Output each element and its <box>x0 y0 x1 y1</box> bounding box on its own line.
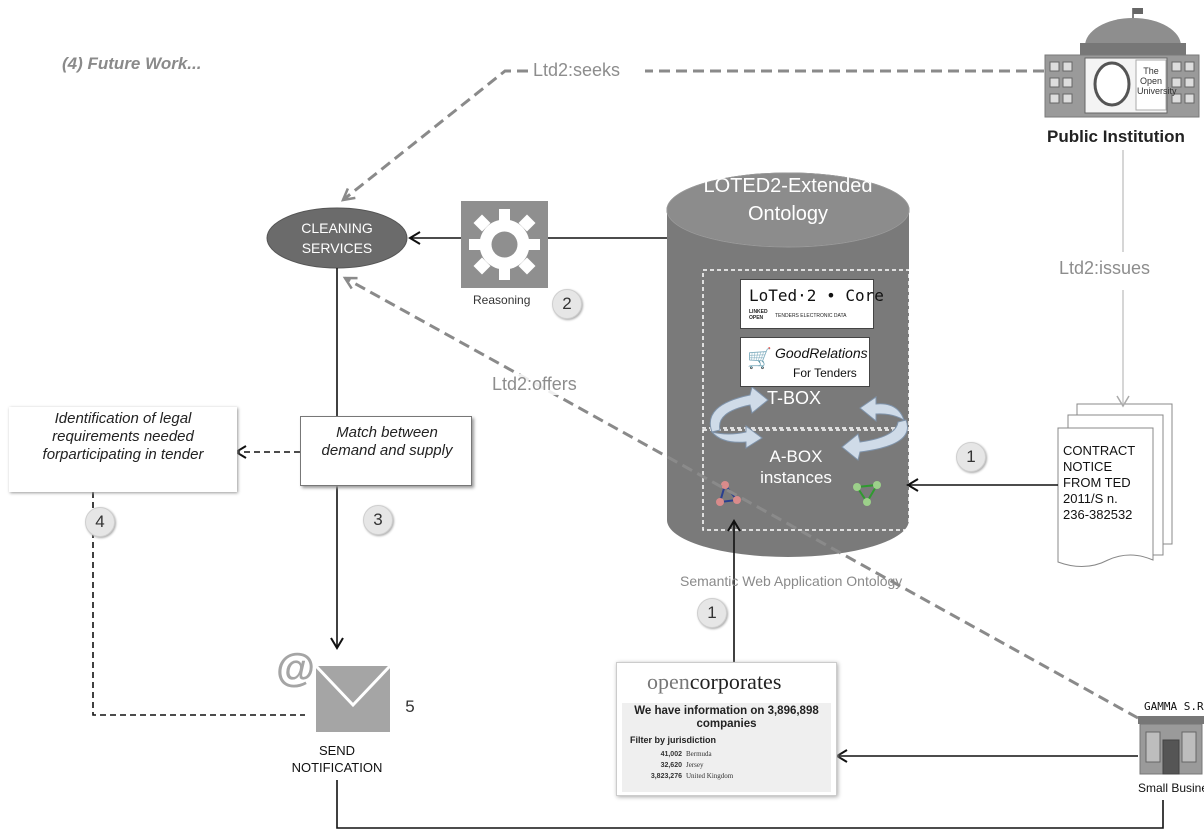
reasoning-gear-icon <box>461 201 548 288</box>
future-work-heading: (4) Future Work... <box>62 54 202 73</box>
ontology-caption: Semantic Web Application Ontology <box>680 573 903 589</box>
small-business-building-icon <box>1138 716 1204 775</box>
loted-logo-sub1: LINKED <box>749 309 768 315</box>
contract-notice-line-3: 2011/S n. <box>1063 491 1118 506</box>
step-badge-notification: 5 <box>396 693 424 721</box>
match-box: Match between demand and supply <box>300 416 472 486</box>
opencorporates-logo: opencorporates <box>647 669 781 695</box>
send-notification-line2: NOTIFICATION <box>291 760 383 775</box>
opencorporates-logo-light: open <box>647 669 690 694</box>
cleaning-services-line2: SERVICES <box>301 240 373 256</box>
issues-label: Ltd2:issues <box>1059 258 1151 278</box>
contract-notice-line-2: FROM TED <box>1063 475 1131 490</box>
contract-notice-line-1: NOTICE <box>1063 459 1113 474</box>
opencorporates-content: We have information on 3,896,898 compani… <box>622 703 831 792</box>
cleaning-services-label: CLEANING SERVICES <box>280 218 394 258</box>
cycle-arrows <box>709 386 908 461</box>
notification-to-business-line <box>336 780 1164 829</box>
building-sign-line1: The Open <box>1139 66 1163 86</box>
opencorporates-count: 41,002 <box>660 751 682 758</box>
reasoning-label: Reasoning <box>473 293 531 307</box>
step-badge-contract: 1 <box>956 442 986 472</box>
step-badge-identification: 4 <box>85 507 115 537</box>
loted-logo-sub2: OPEN <box>749 315 764 321</box>
contract-notice-text: CONTRACT NOTICE FROM TED 2011/S n. 236-3… <box>1063 443 1135 523</box>
loted-logo-sub3: TENDERS ELECTRONIC DATA <box>775 313 847 319</box>
step-badge-match: 3 <box>363 505 393 535</box>
abox-label: A-BOX instances <box>746 446 846 488</box>
opencorporates-headline: We have information on 3,896,898 compani… <box>634 705 819 730</box>
opencorporates-jurisdiction: United Kingdom <box>686 772 734 780</box>
loted-logo-sub-left: LINKED OPEN <box>749 309 768 321</box>
contract-notice-line-0: CONTRACT <box>1063 443 1136 458</box>
identification-box: Identification of legal requirements nee… <box>9 407 237 492</box>
at-symbol: @ <box>276 646 316 690</box>
opencorporates-count: 3,823,276 <box>650 773 682 780</box>
seeks-label: Ltd2:seeks <box>533 60 621 80</box>
ontology-title-line1: LOTED2-Extended <box>703 175 873 197</box>
goodrelations-sub: For Tenders <box>793 366 857 380</box>
contract-notice-stack <box>1057 403 1173 567</box>
step-badge-opencorporates: 1 <box>697 598 727 628</box>
identification-to-notification-dashed <box>92 492 305 716</box>
cart-icon: 🛒 <box>747 348 772 370</box>
abox-instance-green-icon <box>853 481 881 506</box>
ontology-title: LOTED2-Extended Ontology <box>670 172 906 228</box>
step-badge-reasoning: 2 <box>552 289 582 319</box>
abox-label-line1: A-BOX <box>769 447 823 466</box>
tbox-label: T-BOX <box>767 388 822 408</box>
ontology-title-line2: Ontology <box>747 203 829 225</box>
loted-logo-main: LoTed·2 • Core <box>749 286 884 305</box>
opencorporates-logo-bold: corporates <box>689 669 782 694</box>
opencorporates-names: Bermuda Jersey United Kingdom <box>686 749 733 782</box>
opencorporates-counts: 41,002 32,620 3,823,276 <box>622 749 682 782</box>
gamma-label: GAMMA S.R.L. <box>1144 700 1204 713</box>
envelope-icon <box>314 664 392 732</box>
public-institution-label: Public Institution <box>1047 127 1185 146</box>
opencorporates-count: 32,620 <box>660 762 682 769</box>
goodrelations-main: GoodRelations <box>775 345 868 361</box>
match-text: Match between demand and supply <box>321 424 453 459</box>
small-business-label: Small Business <box>1138 781 1204 795</box>
send-notification-label: SEND NOTIFICATION <box>270 742 404 776</box>
abox-label-line2: instances <box>760 468 832 487</box>
loted-core-logo: LoTed·2 • Core LINKED OPEN TENDERS ELECT… <box>740 279 884 329</box>
opencorporates-filter-title: Filter by jurisdiction <box>630 735 717 745</box>
opencorporates-jurisdiction: Jersey <box>686 761 704 769</box>
send-notification-line1: SEND <box>318 743 356 758</box>
building-sign: The Open University <box>1137 66 1177 96</box>
offers-label: Ltd2:offers <box>492 374 577 395</box>
public-institution-building-icon <box>1044 8 1200 118</box>
opencorporates-jurisdiction: Bermuda <box>686 750 712 758</box>
opencorporates-panel: opencorporates We have information on 3,… <box>616 662 837 796</box>
goodrelations-logo: 🛒 GoodRelations For Tenders <box>740 337 870 387</box>
identification-text: Identification of legal requirements nee… <box>42 410 204 463</box>
offers-arrow <box>342 276 1139 720</box>
building-sign-line2: University <box>1137 86 1177 96</box>
contract-notice-line-4: 236-382532 <box>1063 507 1133 522</box>
cleaning-services-line1: CLEANING <box>301 220 373 236</box>
seeks-arrow-to-cleaning <box>340 69 528 202</box>
